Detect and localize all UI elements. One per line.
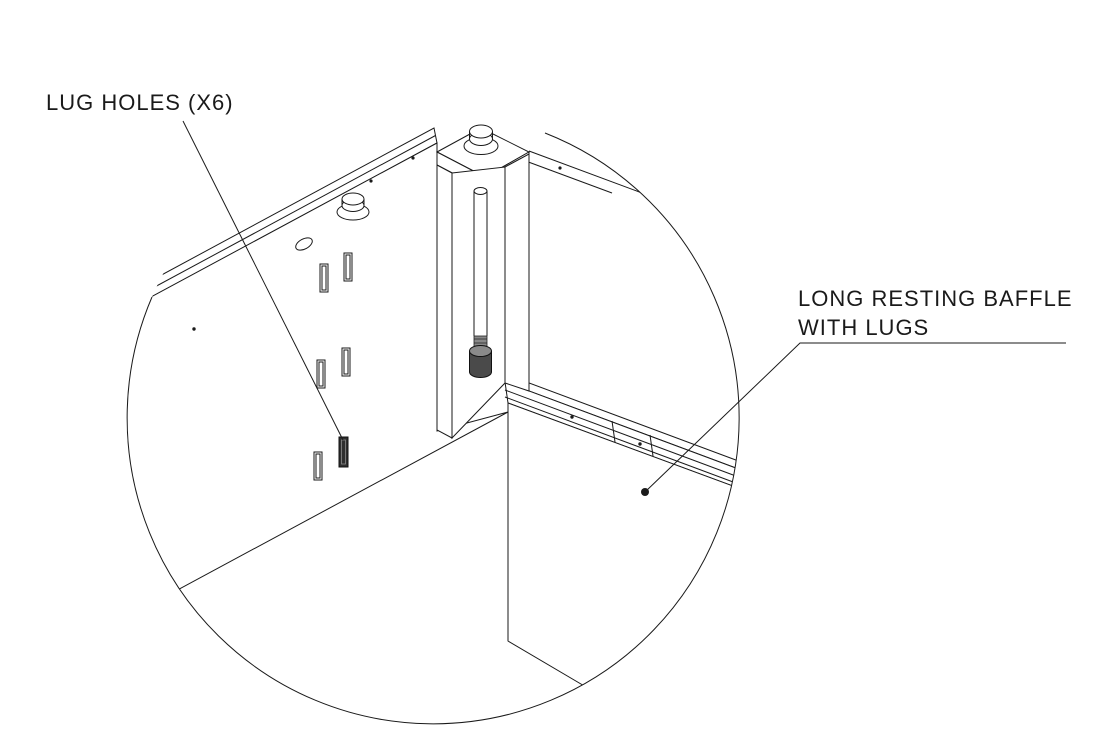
baffle-far-edge xyxy=(522,150,643,194)
baffle-label-line2: WITH LUGS xyxy=(798,315,929,340)
lug-hole xyxy=(343,252,353,282)
center-bracket xyxy=(435,124,531,440)
baffle-label-line1: LONG RESTING BAFFLE xyxy=(798,286,1073,311)
baffle-hole-dot xyxy=(638,442,642,446)
lug-hole-inner xyxy=(343,349,349,375)
bracket-channel-back xyxy=(451,166,506,440)
lug-hole xyxy=(313,451,323,481)
panel-hole-dot xyxy=(192,327,196,331)
lug-hole-with-lug xyxy=(338,436,349,468)
baffle-top-face xyxy=(504,381,739,497)
lug-hole xyxy=(319,263,329,293)
baffle-leader-line xyxy=(644,342,1066,493)
guide-rod-top xyxy=(473,187,488,195)
lug-hole xyxy=(341,347,351,377)
bracket-bolt-head-top xyxy=(469,124,493,139)
guide-rod-shaft xyxy=(473,191,488,336)
lug-hole-with-lug-inner xyxy=(341,439,346,465)
panel-bolt-head-top xyxy=(341,192,365,206)
panel-bolt xyxy=(336,192,370,221)
baffle-top-face-edge xyxy=(504,396,739,493)
detail-boundary-arc xyxy=(126,132,740,725)
panel-hole-dot xyxy=(411,156,415,160)
baffle-hole-dot xyxy=(570,415,574,419)
bracket-right-column xyxy=(504,153,530,392)
rod-spacer-top xyxy=(469,345,492,357)
panel-hole-dot xyxy=(369,179,373,183)
bracket-left-column xyxy=(436,164,453,439)
guide-rod xyxy=(469,187,492,378)
long-resting-baffle xyxy=(504,373,739,724)
baffle-top-face-edge xyxy=(504,389,739,486)
baffle-seam xyxy=(649,434,654,457)
lug-holes-label: LUG HOLES (X6) xyxy=(46,90,234,115)
annotation-baffle: LONG RESTING BAFFLE WITH LUGS xyxy=(641,286,1073,496)
bracket-bolt xyxy=(463,124,499,155)
baffle-far-edge-line xyxy=(522,159,613,194)
rod-spacer-body xyxy=(469,350,492,378)
lug-holes xyxy=(313,252,353,481)
annotation-lug-holes: LUG HOLES (X6) xyxy=(46,90,344,441)
lug-hole-inner xyxy=(318,361,324,387)
baffle-edge-dot xyxy=(558,166,562,170)
lug-holes-leader-line xyxy=(182,120,344,441)
lug-hole-inner xyxy=(321,265,327,291)
lug-panel-front-face xyxy=(127,142,509,623)
lug-panel-top-face-inner-edge xyxy=(131,135,436,300)
baffle-leader-dot xyxy=(641,488,649,496)
panel-top-hole xyxy=(295,237,313,251)
detail-view-geometry xyxy=(127,124,739,724)
lug-panel xyxy=(127,127,509,623)
lug-hole-inner xyxy=(315,453,321,479)
lug-hole-inner xyxy=(345,254,351,280)
baffle-seam xyxy=(611,420,616,443)
lug-hole xyxy=(316,359,326,389)
baffle-far-edge-line xyxy=(528,150,643,194)
